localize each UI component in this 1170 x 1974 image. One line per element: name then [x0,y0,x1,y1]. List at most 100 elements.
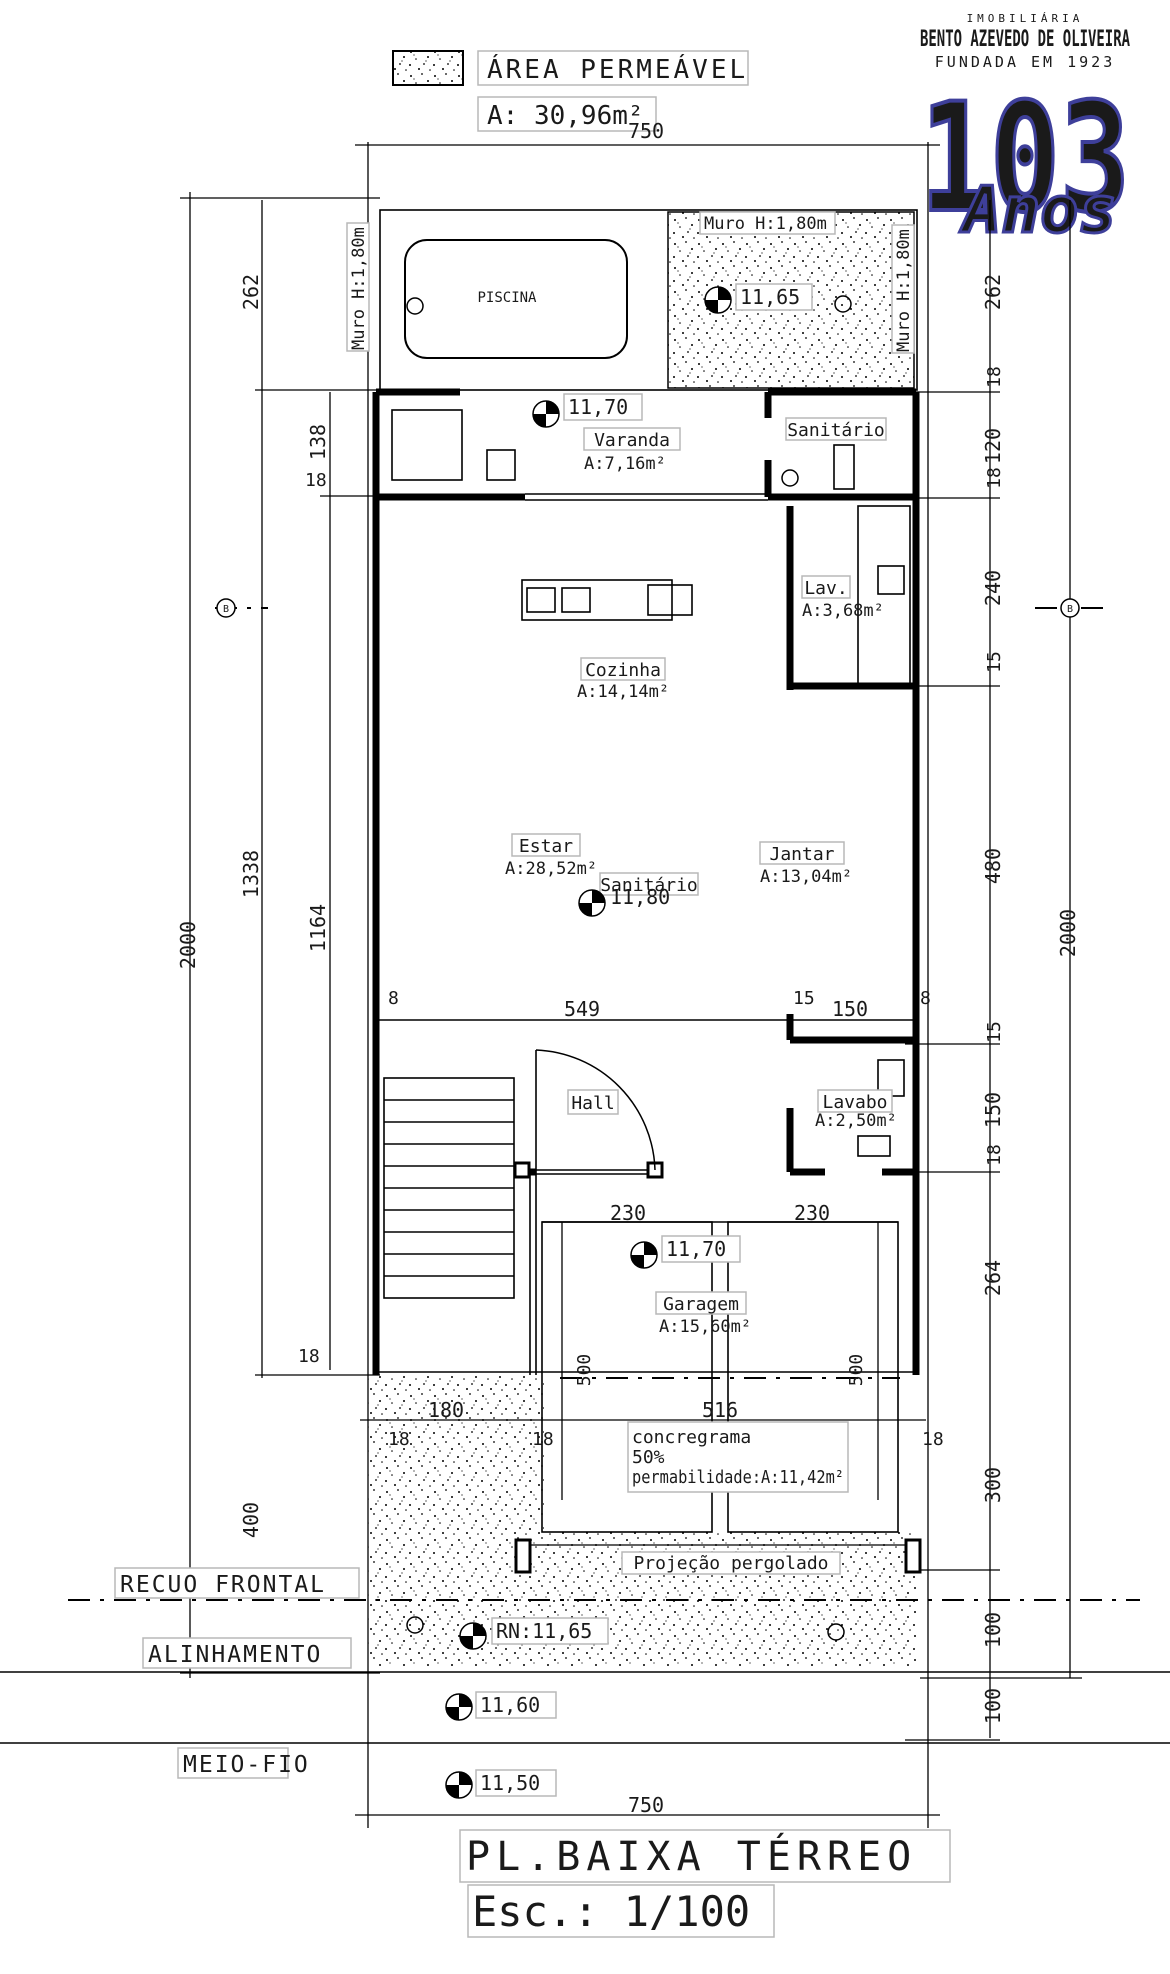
meio-fio-label: MEIO-FIO [183,1752,310,1778]
svg-text:549: 549 [564,997,600,1021]
room-sanitario-mid: Sanitário [600,875,698,896]
svg-text:500: 500 [574,1354,595,1387]
room-cozinha-area: A:14,14m² [577,682,669,702]
level-marker-interior: 11,80 [578,885,670,917]
room-garagem: Garagem [663,1294,739,1315]
svg-text:240: 240 [981,570,1005,606]
level-marker-garagem: 11,70 [630,1235,741,1269]
svg-text:BENTO AZEVEDO DE OLIVEIRA: BENTO AZEVEDO DE OLIVEIRA [920,27,1130,52]
room-labels: Varanda A:7,16m² Sanitário Lav. A:3,68m²… [505,417,897,1575]
grid-markers: B B [215,598,1108,618]
room-sanitario-top: Sanitário [787,420,885,441]
svg-text:750: 750 [628,1793,664,1817]
svg-text:230: 230 [794,1201,830,1225]
svg-text:150: 150 [832,997,868,1021]
svg-text:138: 138 [306,424,330,460]
title-block: PL.BAIXA TÉRREO Esc.: 1/100 [459,1829,951,1938]
svg-text:FUNDADA EM 1923: FUNDADA EM 1923 [935,53,1115,71]
svg-text:100: 100 [981,1612,1005,1648]
overall-dimensions: 750 750 2000 262 1338 400 138 1164 18 18… [176,119,1082,1828]
room-jantar: Jantar [769,844,834,865]
svg-text:18: 18 [984,1144,1005,1166]
svg-text:150: 150 [981,1092,1005,1128]
svg-text:18: 18 [984,366,1005,388]
level-markers: 11,65 11,70 11,80 11,70 RN:11,65 [445,283,813,1799]
alinhamento-label: ALINHAMENTO [148,1642,322,1668]
svg-text:100: 100 [981,1688,1005,1724]
room-varanda-area: A:7,16m² [584,454,666,474]
drawing-scale: Esc.: 1/100 [472,1887,750,1936]
svg-text:2000: 2000 [1056,909,1080,957]
street-lines: RECUO FRONTAL ALINHAMENTO MEIO-FIO [0,1567,1170,1779]
level-marker-calcada: 11,60 [445,1691,557,1721]
room-hall: Hall [571,1093,614,1114]
svg-text:400: 400 [239,1502,263,1538]
pergola-projection: Projeção pergolado [633,1553,828,1574]
svg-text:262: 262 [981,274,1005,310]
svg-text:11,70: 11,70 [666,1237,726,1261]
room-jantar-area: A:13,04m² [760,867,852,887]
walls [372,388,920,1375]
svg-text:262: 262 [239,274,263,310]
svg-text:230: 230 [610,1201,646,1225]
svg-text:18: 18 [532,1429,554,1450]
svg-text:IMOBILIÁRIA: IMOBILIÁRIA [967,12,1084,25]
svg-text:11,70: 11,70 [568,395,628,419]
pool-label: PISCINA [477,290,537,306]
level-marker-quintal: 11,65 [704,283,813,314]
wall-height-right: Muro H:1,80m [894,229,914,352]
drawing-title: PL.BAIXA TÉRREO [466,1832,917,1880]
svg-text:500: 500 [846,1354,867,1387]
svg-text:15: 15 [984,651,1005,673]
svg-text:18: 18 [388,1429,410,1450]
svg-text:103: 103 [920,72,1130,246]
level-marker-rn: RN:11,65 [459,1617,609,1650]
svg-text:120: 120 [981,428,1005,464]
grid-marker-right [1060,598,1080,618]
svg-text:18: 18 [298,1346,320,1367]
interior-dimensions: 8 549 15 150 8 [388,988,931,1021]
svg-text:264: 264 [981,1260,1005,1296]
wall-height-top: Muro H:1,80m [704,214,827,234]
svg-text:18: 18 [305,470,327,491]
level-marker-rua: 11,50 [445,1769,557,1799]
svg-text:11,80: 11,80 [610,885,670,909]
svg-text:Anos: Anos [959,174,1117,248]
room-varanda: Varanda [594,430,670,451]
svg-text:18: 18 [984,467,1005,489]
room-lav: Lav. [804,578,847,599]
room-estar: Estar [519,836,573,857]
svg-text:8: 8 [920,988,931,1009]
svg-text:516: 516 [702,1398,738,1422]
svg-text:15: 15 [793,988,815,1009]
svg-text:B: B [1067,604,1073,615]
legend-swatch [392,50,464,86]
svg-text:11,50: 11,50 [480,1771,540,1795]
room-lavabo-area: A:2,50m² [815,1111,897,1131]
room-lavabo: Lavabo [822,1092,887,1113]
room-estar-area: A:28,52m² [505,859,597,879]
concregrama-label: concregrama [632,1427,751,1448]
svg-text:2000: 2000 [176,921,200,969]
company-logo: IMOBILIÁRIA BENTO AZEVEDO DE OLIVEIRA FU… [918,12,1132,250]
svg-text:300: 300 [981,1467,1005,1503]
recuo-frontal-label: RECUO FRONTAL [120,1572,326,1598]
room-garagem-area: A:15,60m² [659,1317,751,1337]
legend-label: ÁREA PERMEÁVEL [487,53,748,85]
grid-marker-left [216,598,236,618]
svg-text:B: B [223,604,229,615]
svg-text:1164: 1164 [306,904,330,952]
concregrama-percent: 50% [632,1447,665,1468]
svg-text:1338: 1338 [239,850,263,898]
svg-text:RN:11,65: RN:11,65 [496,1619,592,1643]
room-cozinha: Cozinha [585,660,661,681]
legend-area: A: 30,96m² [487,101,644,131]
svg-text:11,60: 11,60 [480,1693,540,1717]
svg-text:750: 750 [628,119,664,143]
room-lav-area: A:3,68m² [802,601,884,621]
pool [404,239,628,359]
svg-text:11,65: 11,65 [740,285,800,309]
svg-text:8: 8 [388,988,399,1009]
legend: ÁREA PERMEÁVEL A: 30,96m² [392,50,749,132]
